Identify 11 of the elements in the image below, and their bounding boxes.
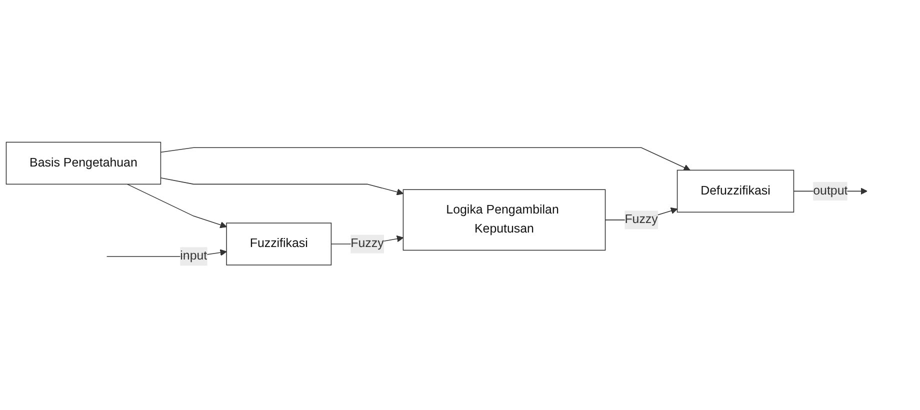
edge-label: output [813,184,848,198]
arrow [160,177,404,196]
arrow [160,147,690,171]
edge-label: input [180,249,208,262]
node-box: Logika Pengambilan Keputusan [402,189,606,250]
node-box: Basis Pengetahuan [6,142,162,184]
edge-label: Fuzzy [350,236,384,250]
node-box: Defuzzifikasi [676,170,794,212]
edge-label: Fuzzy [624,212,658,226]
arrow [126,184,227,228]
node-box: Fuzzifikasi [226,222,332,266]
